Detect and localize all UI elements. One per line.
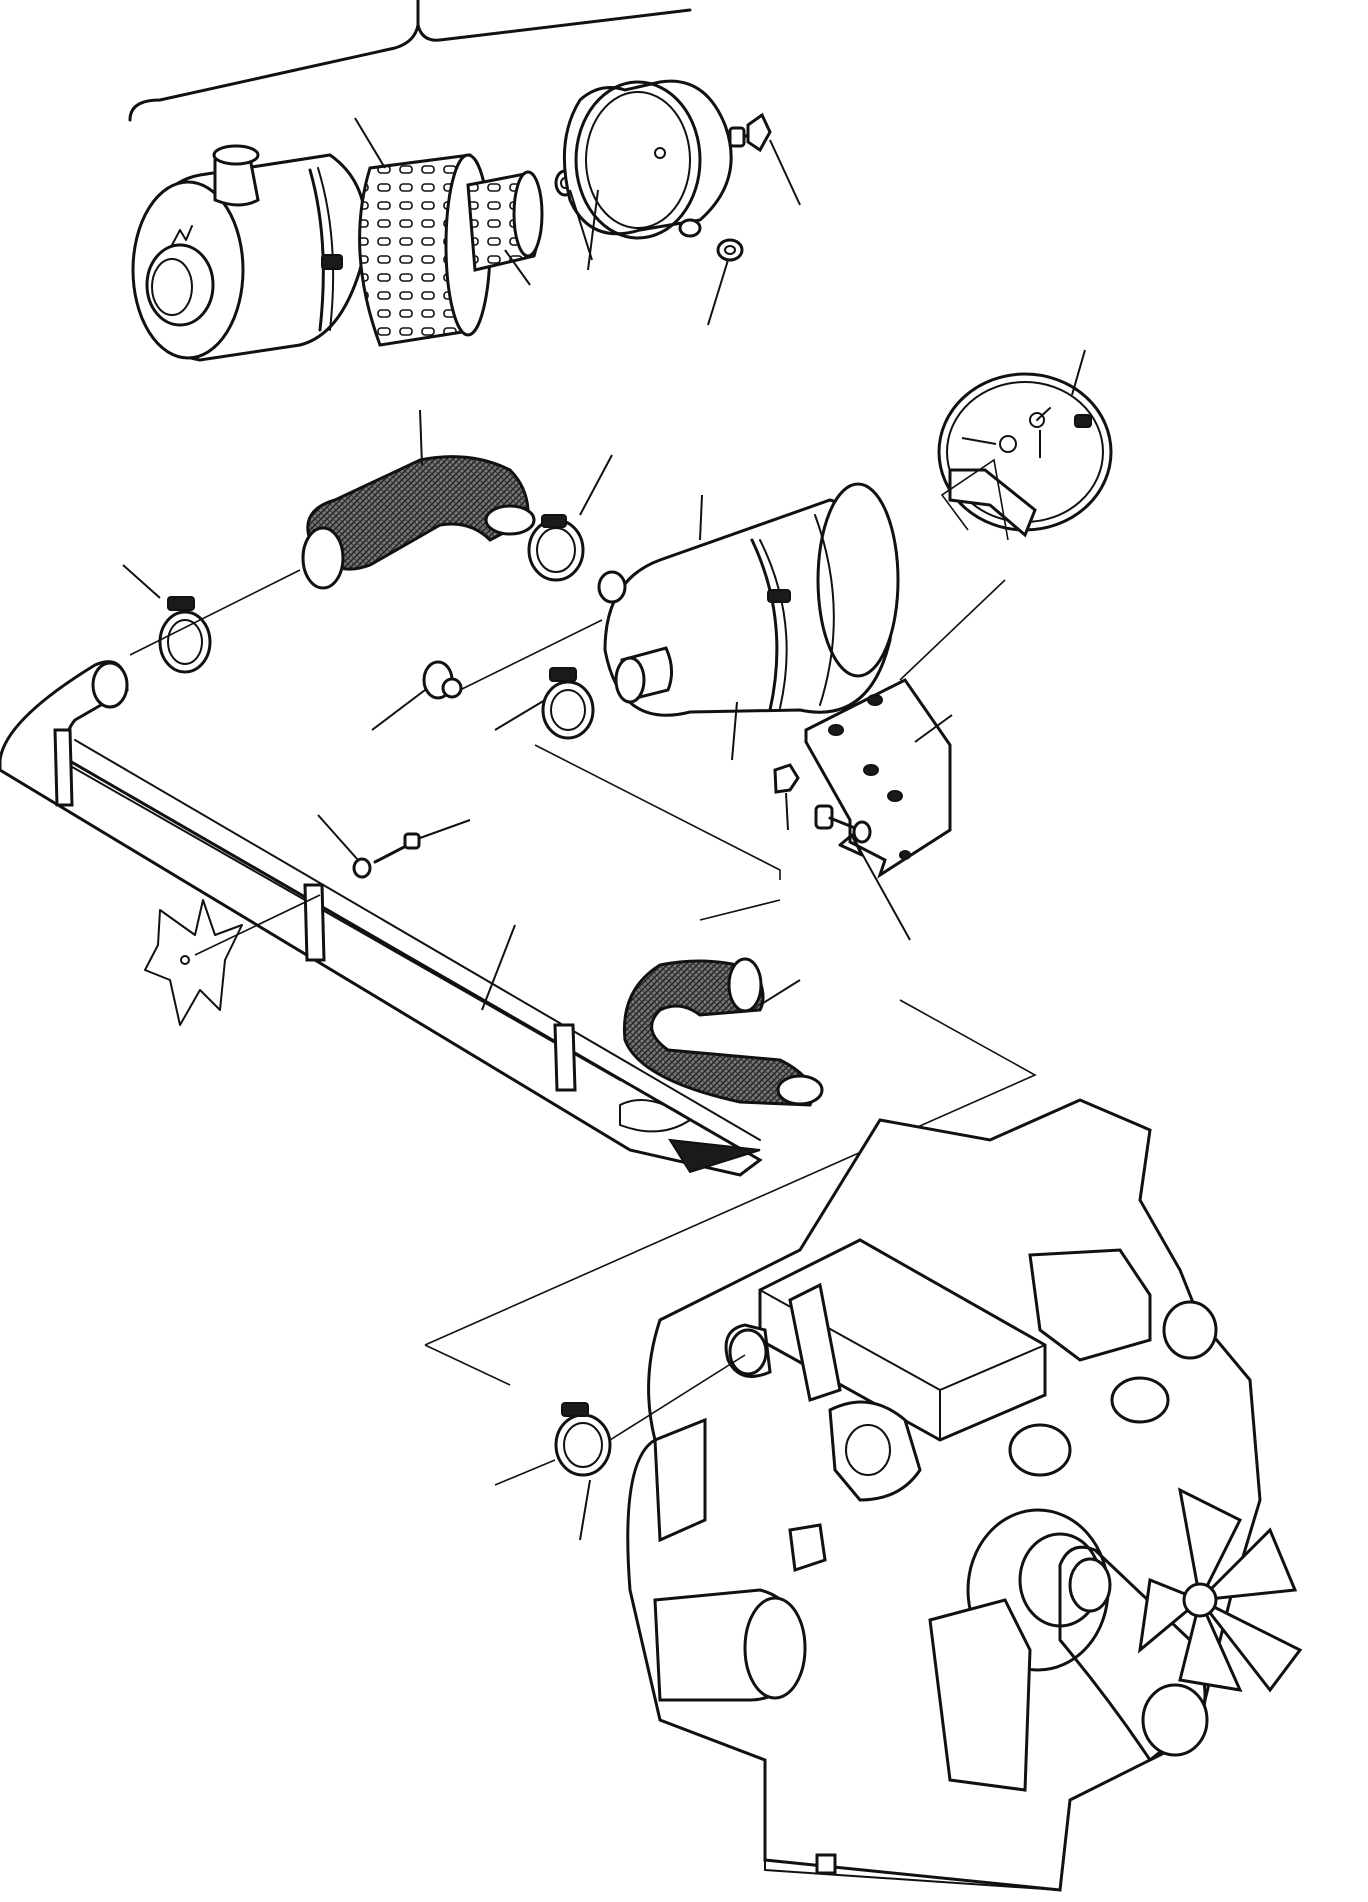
dashed-connectors xyxy=(129,458,1037,1386)
dust-valve xyxy=(422,660,463,700)
end-cover-top xyxy=(562,79,733,240)
mounting-band xyxy=(937,372,1113,538)
elbow-hose-upper xyxy=(301,455,536,590)
air-cleaner-housing-top xyxy=(131,144,368,362)
variant-brace xyxy=(128,0,692,122)
hose-clamp-c xyxy=(541,667,595,740)
air-cleaner-housing-middle xyxy=(597,482,900,717)
wing-nut xyxy=(728,112,772,153)
engine-inlet-clamp xyxy=(554,1402,612,1477)
elbow-hose-lower xyxy=(622,957,824,1107)
exhaust-pipe xyxy=(0,660,763,1177)
direction-marker xyxy=(144,899,243,1026)
bracket-nut xyxy=(773,763,800,794)
bracket-bolt xyxy=(814,804,872,844)
hose-clamp-a xyxy=(527,514,585,582)
mounting-bracket xyxy=(804,678,952,879)
hose-clamp-b xyxy=(158,596,212,674)
pipe-bolt xyxy=(352,832,421,879)
engine-block xyxy=(626,1098,1303,1892)
inner-filter-element xyxy=(466,170,544,272)
fan-icon xyxy=(1137,1487,1303,1693)
leader-lines-top xyxy=(354,117,801,326)
small-nut xyxy=(716,238,744,262)
